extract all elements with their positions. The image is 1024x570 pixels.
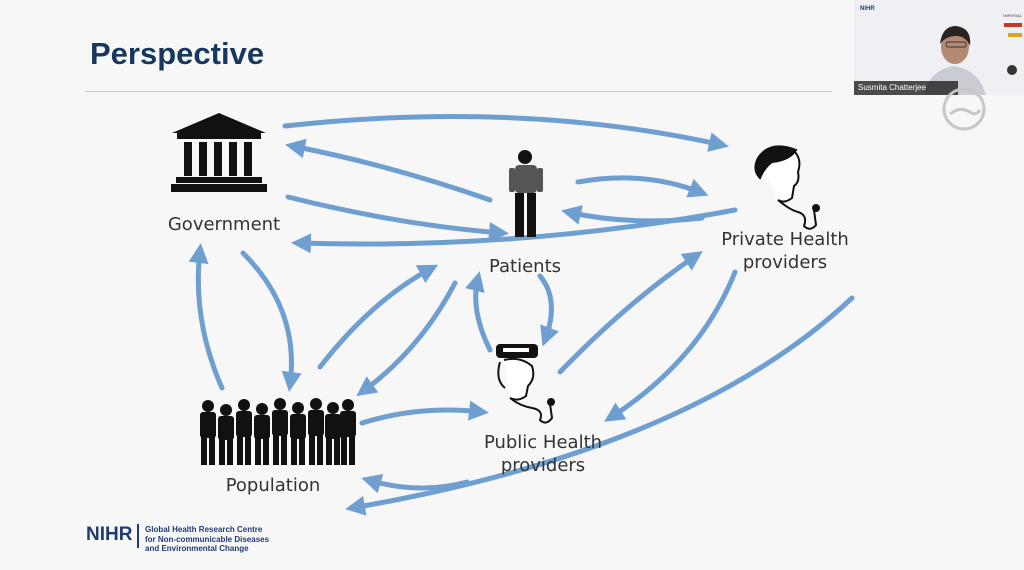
public-label-line1: Public Health	[483, 432, 603, 453]
video-partner-logos: IMPERIAL	[988, 4, 1022, 37]
footer-divider	[137, 524, 139, 548]
arrow-private-to-population	[345, 295, 855, 516]
arrow-patients-to-government	[285, 138, 493, 203]
node-patients: Patients	[488, 256, 562, 277]
arrow-patients-to-private	[575, 175, 709, 198]
arrow-government-to-private	[282, 113, 729, 152]
node-public-providers: Public Health providers	[460, 431, 626, 477]
footer-line3: and Environmental Change	[145, 544, 249, 553]
arrow-population-to-patients	[317, 264, 439, 370]
arrow-patients-to-population	[356, 280, 458, 397]
arrow-public-to-patients	[465, 271, 493, 353]
arrow-private-to-public	[604, 269, 738, 422]
participant-name: Susmita Chatterjee	[854, 81, 958, 95]
footer-line1: Global Health Research Centre	[145, 525, 263, 534]
private-label-line2: providers	[742, 252, 828, 273]
video-imperial-logo: IMPERIAL	[1003, 13, 1022, 18]
title-divider	[85, 91, 832, 92]
node-government: Government	[167, 214, 281, 235]
public-label-line2: providers	[500, 455, 586, 476]
population-crowd-icon	[200, 398, 356, 465]
patient-person-icon	[509, 150, 543, 237]
node-population: Population	[225, 475, 321, 496]
arrow-government-to-patients	[285, 194, 509, 242]
participant-video-tile[interactable]: NIHR IMPERIAL Susmita Chatterjee	[854, 0, 1024, 95]
arrow-government-to-population	[240, 250, 302, 392]
arrow-public-to-private	[557, 251, 703, 375]
footer-line2: for Non-communicable Diseases	[145, 534, 270, 544]
nihr-logo: NIHR	[86, 524, 133, 545]
private-doctor-icon	[754, 145, 820, 230]
government-building-icon	[171, 113, 267, 192]
video-nihr-logo: NIHR	[860, 6, 875, 12]
node-private-providers: Private Health providers	[700, 228, 870, 274]
arrow-private-to-patients	[561, 205, 705, 225]
public-doctor-icon	[496, 344, 555, 424]
private-label-line1: Private Health	[721, 229, 849, 250]
arrow-population-to-government	[188, 243, 225, 391]
arrow-patients-to-public	[537, 273, 559, 347]
footer-centre-name: Global Health Research Centre for Non-co…	[145, 525, 285, 554]
slide-title: Perspective	[90, 36, 265, 71]
arrow-population-to-public	[359, 400, 489, 426]
hand-watermark-icon	[942, 87, 986, 131]
